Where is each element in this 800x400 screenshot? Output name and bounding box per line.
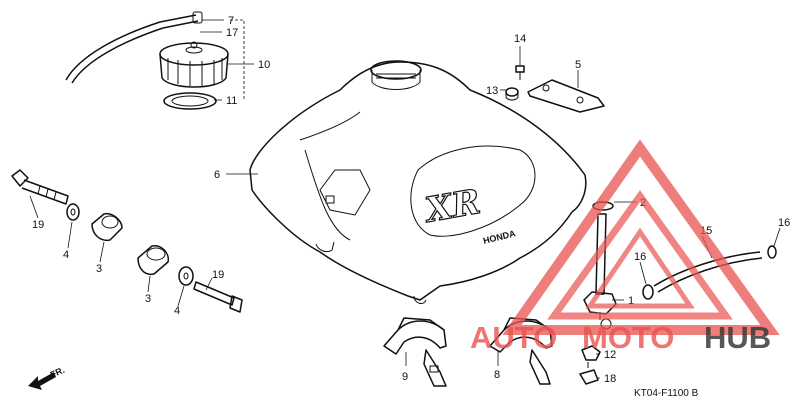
front-arrow-icon [28, 372, 56, 390]
fuel-tank [249, 60, 587, 304]
tank-brand-text: HONDA [482, 228, 517, 246]
bracket-5 [527, 79, 605, 113]
hose-clip-16-right [767, 245, 777, 259]
washer-4-left [66, 203, 80, 221]
callout-16-right: 16 [778, 217, 790, 229]
collar-13 [505, 87, 519, 101]
watermark-moto: MOTO [582, 320, 674, 355]
tank-graphic-text: XR [421, 182, 484, 231]
cushion-3-right [137, 245, 170, 276]
callout-8: 8 [494, 369, 500, 381]
bolt-18 [579, 362, 599, 385]
fuel-cap [159, 41, 229, 88]
watermark-triangle-icon [502, 139, 780, 335]
callout-14: 14 [514, 33, 526, 45]
band-clamp-9 [383, 317, 447, 387]
diagram-code: KT04-F1100 B [634, 388, 699, 399]
hose-clip-16-left [642, 284, 654, 300]
bolt-19-right [193, 281, 243, 313]
callout-19-left: 19 [32, 219, 44, 231]
cap-gasket [163, 92, 217, 110]
callout-7: 7 [228, 15, 234, 27]
fuel-hose-15 [653, 251, 763, 293]
cushion-3-left [91, 212, 123, 242]
callout-13: 13 [486, 85, 498, 97]
watermark-auto: AUTO [470, 320, 557, 355]
callout-4-right: 4 [174, 305, 180, 317]
callout-1: 1 [628, 295, 634, 307]
front-marker-label: FR. [49, 365, 66, 380]
callout-11: 11 [226, 95, 237, 107]
leader-lines [29, 19, 781, 379]
callout-6: 6 [214, 169, 220, 181]
callout-9: 9 [402, 371, 408, 383]
callout-17: 17 [226, 27, 238, 39]
callout-10: 10 [258, 59, 270, 71]
callout-3-right: 3 [145, 293, 151, 305]
bolt-14 [515, 65, 525, 80]
callout-5: 5 [575, 59, 581, 71]
bolt-19-left [11, 169, 69, 205]
callout-12: 12 [604, 349, 616, 361]
callout-4-left: 4 [63, 249, 69, 261]
breather-hose [65, 11, 203, 84]
callout-19-right: 19 [212, 269, 224, 281]
watermark-hub: HUB [704, 320, 771, 355]
drain-bolt-12 [581, 345, 601, 361]
washer-4-right [178, 266, 194, 286]
callout-18: 18 [604, 373, 616, 385]
watermark: AUTO MOTO HUB [470, 139, 780, 355]
callout-16-left: 16 [634, 251, 646, 263]
callout-3-left: 3 [96, 263, 102, 275]
